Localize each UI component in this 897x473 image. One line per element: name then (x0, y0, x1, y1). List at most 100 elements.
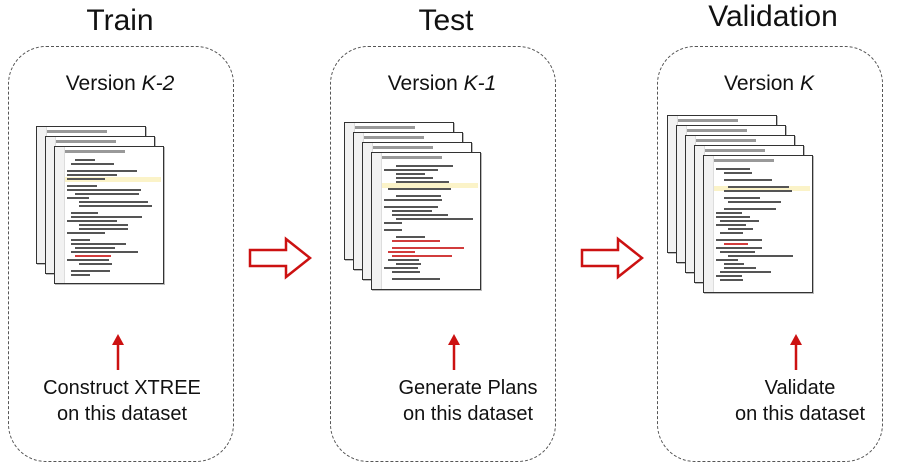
version-prefix: Version (724, 72, 800, 95)
caption-line: Generate Plans (398, 377, 538, 399)
version-variable: K-1 (463, 72, 497, 95)
code-line (392, 255, 452, 257)
version-label-train: Version K-2 (0, 72, 240, 96)
code-line (71, 163, 114, 165)
code-line (724, 267, 756, 269)
code-line (67, 232, 105, 234)
red-up-arrow-icon (112, 334, 124, 370)
stage-title-train: Train (86, 4, 154, 37)
code-line (724, 179, 772, 181)
version-label-validation: Version K (649, 72, 889, 96)
code-line (71, 270, 110, 272)
code-line (396, 177, 433, 179)
code-line (724, 243, 748, 245)
code-line (71, 274, 90, 276)
code-line (71, 251, 138, 253)
code-line (716, 275, 742, 277)
code-line (384, 169, 438, 171)
code-line (392, 278, 440, 280)
caption-validation: Validate on this dataset (680, 375, 897, 427)
caption-line: Construct XTREE (43, 377, 201, 399)
code-line (384, 199, 442, 201)
code-line (384, 229, 402, 231)
code-line (716, 239, 762, 241)
code-line (67, 174, 117, 176)
code-line (75, 255, 111, 257)
code-line (79, 201, 148, 203)
code-line (716, 212, 742, 214)
caption-line: on this dataset (402, 403, 534, 425)
code-line (724, 197, 760, 199)
code-line (71, 243, 126, 245)
code-line (79, 205, 152, 207)
code-line (67, 189, 141, 191)
code-line (716, 216, 750, 218)
code-line (67, 259, 109, 261)
code-line (728, 201, 781, 203)
version-variable: K-2 (141, 72, 175, 95)
red-up-arrow-icon (790, 334, 802, 370)
stage-title-test: Test (418, 4, 474, 37)
code-document (703, 155, 813, 293)
version-variable: K (799, 72, 814, 95)
code-line (724, 172, 752, 174)
code-line (396, 165, 453, 167)
code-line (396, 236, 425, 238)
caption-line: Validate (764, 377, 836, 399)
code-line (720, 251, 755, 253)
caption-test: Generate Plans on this dataset (348, 375, 588, 427)
code-line (79, 228, 128, 230)
code-line (75, 159, 95, 161)
code-line (396, 263, 421, 265)
code-line (716, 259, 738, 261)
code-line (71, 216, 142, 218)
code-line (716, 168, 750, 170)
code-line (75, 247, 115, 249)
code-line (724, 208, 776, 210)
code-line (388, 251, 415, 253)
code-line (724, 263, 744, 265)
code-line (720, 220, 759, 222)
version-prefix: Version (65, 72, 142, 95)
version-label-test: Version K-1 (322, 72, 562, 96)
code-line (79, 224, 128, 226)
stage-title-validation: Validation (708, 0, 838, 33)
code-line (728, 228, 753, 230)
code-document (371, 152, 481, 290)
code-line (392, 247, 464, 249)
red-up-arrow-icon (448, 334, 460, 370)
code-line (71, 212, 98, 214)
code-line (67, 178, 105, 180)
code-line (67, 197, 89, 199)
caption-line: on this dataset (56, 403, 188, 425)
code-line (728, 186, 789, 188)
code-line (728, 255, 793, 257)
code-line (720, 232, 743, 234)
code-line (392, 214, 448, 216)
code-line (67, 185, 97, 187)
code-line (384, 267, 418, 269)
code-line (720, 279, 743, 281)
code-line (384, 206, 438, 208)
code-line (396, 218, 473, 220)
code-line (396, 181, 449, 183)
hollow-right-arrow-icon (248, 236, 312, 280)
code-line (396, 173, 425, 175)
code-line (388, 188, 451, 190)
code-line (392, 210, 432, 212)
code-line (75, 193, 139, 195)
code-line (716, 247, 762, 249)
code-line (67, 170, 137, 172)
code-line (71, 239, 90, 241)
code-line (388, 259, 419, 261)
code-line (79, 263, 112, 265)
code-line (392, 271, 420, 273)
code-line (720, 271, 771, 273)
hollow-right-arrow-icon (580, 236, 644, 280)
code-line (384, 222, 402, 224)
code-line (724, 190, 792, 192)
caption-train: Construct XTREE on this dataset (2, 375, 242, 427)
code-line (396, 195, 441, 197)
code-line (67, 220, 117, 222)
version-prefix: Version (387, 72, 464, 95)
